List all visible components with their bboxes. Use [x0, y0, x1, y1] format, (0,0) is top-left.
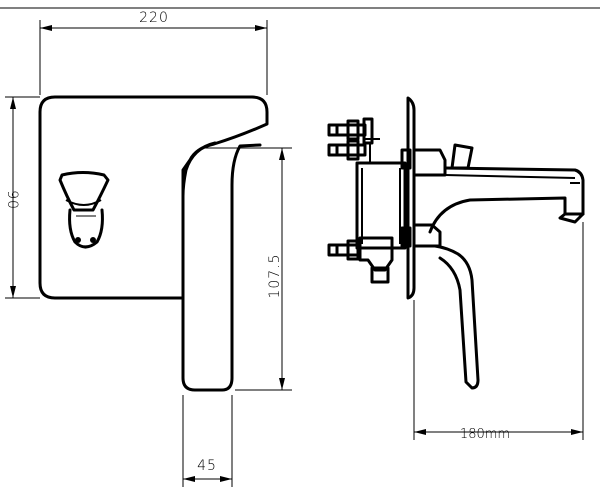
dim-label-220: 220: [139, 10, 169, 26]
lever-handle: [58, 171, 110, 249]
upper-brackets: [327, 117, 380, 163]
dimension-spout-height: 107.5: [235, 148, 292, 391]
collar: [412, 148, 447, 177]
valve-body: [355, 161, 407, 250]
side-view: 180mm: [327, 96, 585, 442]
front-view: 220 90 1: [0, 7, 600, 487]
dimension-spout-length: 180mm: [413, 222, 584, 442]
dimension-left-height: 90: [4, 96, 40, 299]
lower-inlet: [327, 236, 394, 284]
spout-side: [428, 166, 585, 234]
spout-front: [181, 141, 262, 392]
dimension-spout-width: 45: [182, 395, 233, 487]
side-handle: [433, 244, 480, 390]
dim-label-180mm: 180mm: [460, 427, 510, 442]
dim-label-90: 90: [4, 190, 20, 210]
dim-label-45: 45: [197, 458, 217, 474]
side-wall-plate: [406, 96, 416, 300]
dimension-top-width: 220: [0, 7, 600, 95]
side-lever: [450, 143, 474, 170]
dim-label-107-5: 107.5: [267, 253, 283, 298]
